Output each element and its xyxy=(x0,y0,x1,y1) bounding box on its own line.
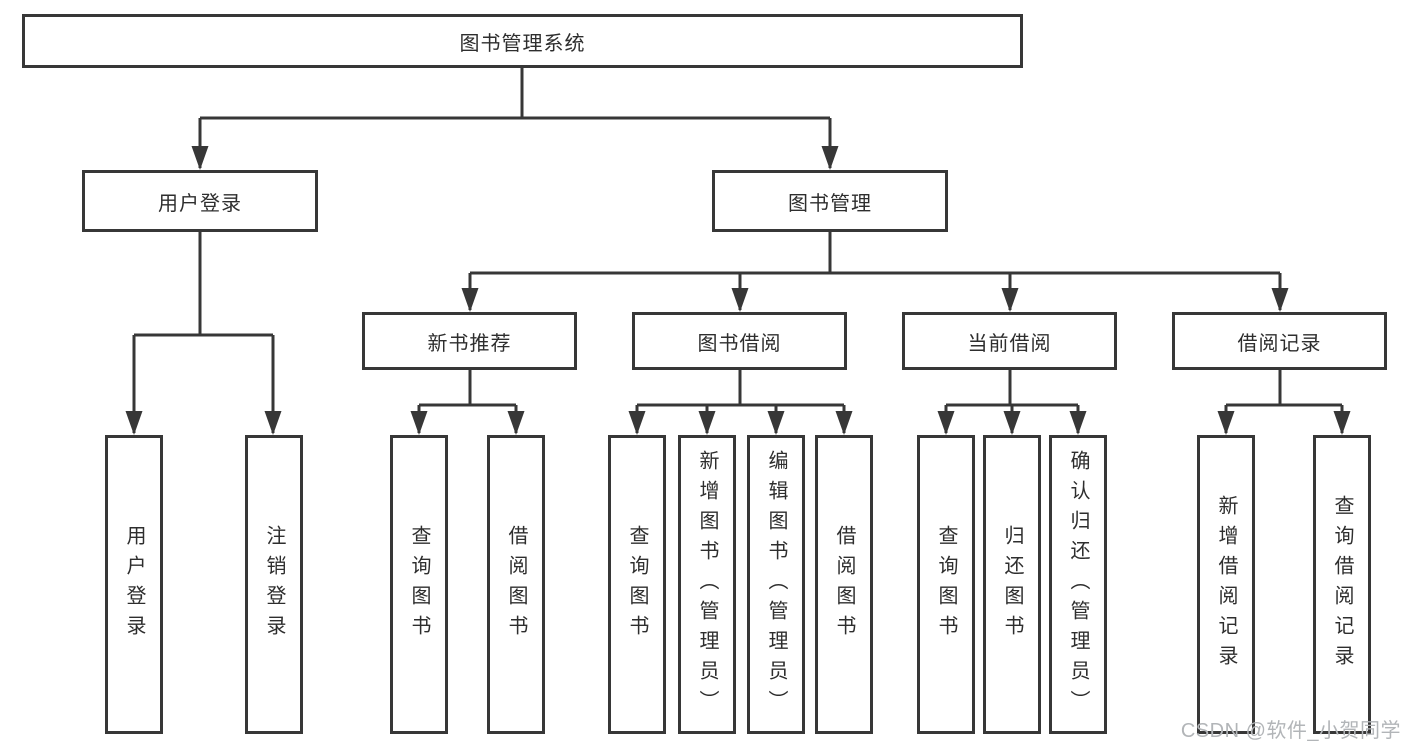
leaf-return-book: 归还图书 xyxy=(983,435,1041,734)
node-root: 图书管理系统 xyxy=(22,14,1023,68)
watermark: CSDN @软件_小贺同学 xyxy=(1180,720,1401,742)
leaf-logout-login: 注销登录 xyxy=(245,435,303,734)
leaf-confirm-return-admin: 确认归还（管理员） xyxy=(1049,435,1107,734)
node-new-book-recommend: 新书推荐 xyxy=(362,312,577,370)
leaf-label: 编辑图书（管理员） xyxy=(765,449,787,720)
node-book-management: 图书管理 xyxy=(712,170,948,232)
node-current-borrow: 当前借阅 xyxy=(902,312,1117,370)
leaf-label: 注销登录 xyxy=(263,524,285,645)
leaf-label: 归还图书 xyxy=(1001,524,1023,645)
connector-recommend-bar xyxy=(419,370,516,407)
leaf-add-book-admin: 新增图书（管理员） xyxy=(678,435,736,734)
leaf-add-borrow-record: 新增借阅记录 xyxy=(1197,435,1255,734)
connector-book-management-bar xyxy=(470,232,1280,275)
leaf-edit-book-admin: 编辑图书（管理员） xyxy=(747,435,805,734)
leaf-query-borrow-record: 查询借阅记录 xyxy=(1313,435,1371,734)
leaf-label: 新增图书（管理员） xyxy=(696,449,718,720)
leaf-label: 新增借阅记录 xyxy=(1215,494,1237,675)
leaf-label: 借阅图书 xyxy=(505,524,527,645)
connector-user-login-bar xyxy=(134,232,273,337)
leaf-current-query-books: 查询图书 xyxy=(917,435,975,734)
connector-root-bar xyxy=(200,68,830,120)
node-borrow-records: 借阅记录 xyxy=(1172,312,1387,370)
connector-records-bar xyxy=(1226,370,1342,407)
leaf-label: 确认归还（管理员） xyxy=(1067,449,1089,720)
node-user-login: 用户登录 xyxy=(82,170,318,232)
leaf-label: 借阅图书 xyxy=(833,524,855,645)
node-book-borrow: 图书借阅 xyxy=(632,312,847,370)
leaf-label: 查询图书 xyxy=(408,524,430,645)
leaf-borrow-query-books: 查询图书 xyxy=(608,435,666,734)
leaf-label: 查询图书 xyxy=(626,524,648,645)
leaf-borrow-books: 借阅图书 xyxy=(815,435,873,734)
connector-borrow-bar xyxy=(637,370,844,407)
connector-current-bar xyxy=(946,370,1078,407)
leaf-recommend-borrow-books: 借阅图书 xyxy=(487,435,545,734)
leaf-label: 用户登录 xyxy=(123,524,145,645)
leaf-label: 查询图书 xyxy=(935,524,957,645)
leaf-user-login: 用户登录 xyxy=(105,435,163,734)
leaf-recommend-query-books: 查询图书 xyxy=(390,435,448,734)
leaf-label: 查询借阅记录 xyxy=(1331,494,1353,675)
